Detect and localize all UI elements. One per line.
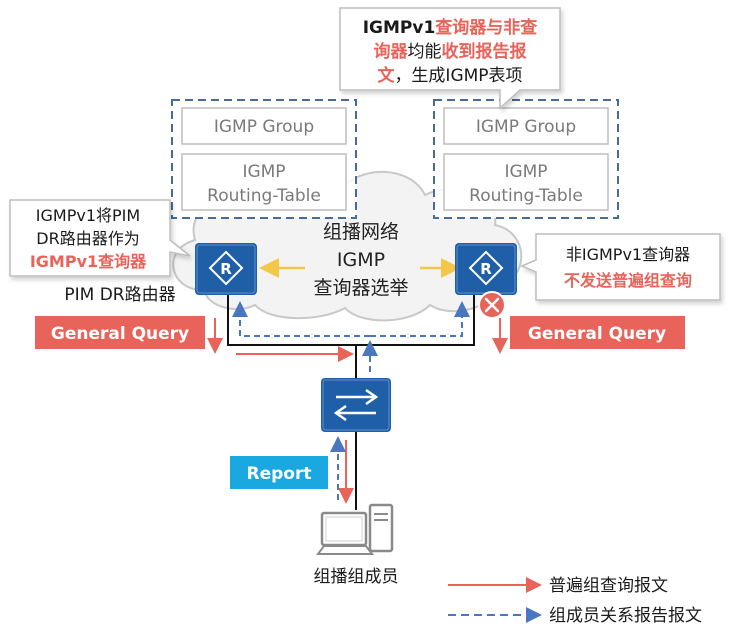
legend-query-text: 普遍组查询报文 <box>549 576 668 596</box>
right-routing-table-box <box>443 153 609 211</box>
callout-right-line2: 不发送普遍组查询 <box>564 271 692 290</box>
left-routing-line1: IGMP <box>242 162 285 182</box>
host-label: 组播组成员 <box>314 567 399 587</box>
callout-left <box>9 199 191 277</box>
callout-left-line3: IGMPv1查询器 <box>30 252 147 271</box>
right-igmp-group-box <box>443 107 609 145</box>
no-query-x-icon <box>478 291 506 319</box>
router-left[interactable]: R <box>195 243 257 295</box>
report-label-text: Report <box>247 464 312 484</box>
callout-top-line2: 询器均能收到报告报 <box>374 41 527 62</box>
cloud-igmp: IGMP <box>337 249 385 271</box>
cloud-querier-election: 查询器选举 <box>313 277 408 299</box>
callout-right <box>520 233 721 301</box>
general-query-left-text: General Query <box>51 324 189 344</box>
left-igmp-table: IGMP Group IGMP Routing-Table <box>171 99 357 219</box>
router-right[interactable]: R <box>455 243 517 295</box>
right-routing-line1: IGMP <box>504 162 547 182</box>
callout-left-line1: IGMPv1将PIM <box>36 206 140 225</box>
report-arrow-to-left-router <box>232 301 370 337</box>
router-left-glyph: R <box>220 260 232 278</box>
callout-right-line1: 非IGMPv1查询器 <box>566 245 690 264</box>
pim-dr-label: PIM DR路由器 <box>64 285 175 305</box>
host-computer-icon[interactable] <box>316 503 394 555</box>
left-routing-line2: Routing-Table <box>207 186 321 206</box>
left-routing-table-box <box>181 153 347 211</box>
switch[interactable] <box>321 378 391 432</box>
report-arrow-to-right-router <box>370 301 470 337</box>
general-query-label-right: General Query <box>510 316 685 349</box>
right-igmp-group-label: IGMP Group <box>476 117 576 137</box>
legend-report-text: 组成员关系报告报文 <box>549 606 702 626</box>
legend: 普遍组查询报文 组成员关系报告报文 <box>448 576 702 626</box>
callout-top-line3: 文，生成IGMP表项 <box>377 65 522 86</box>
router-right-glyph: R <box>480 260 492 278</box>
right-igmp-table: IGMP Group IGMP Routing-Table <box>433 99 619 219</box>
callout-left-line2: DR路由器作为 <box>36 229 139 248</box>
general-query-label-left: General Query <box>35 316 205 349</box>
callout-top <box>339 7 561 110</box>
callout-top-line1: IGMPv1查询器与非查 <box>363 17 539 38</box>
report-label: Report <box>230 456 328 489</box>
left-igmp-group-label: IGMP Group <box>214 117 314 137</box>
cloud-title: 组播网络 <box>323 221 399 243</box>
link-left-router-bus <box>227 295 475 346</box>
left-igmp-group-box <box>181 107 347 145</box>
right-routing-line2: Routing-Table <box>469 186 583 206</box>
general-query-right-text: General Query <box>528 324 666 344</box>
